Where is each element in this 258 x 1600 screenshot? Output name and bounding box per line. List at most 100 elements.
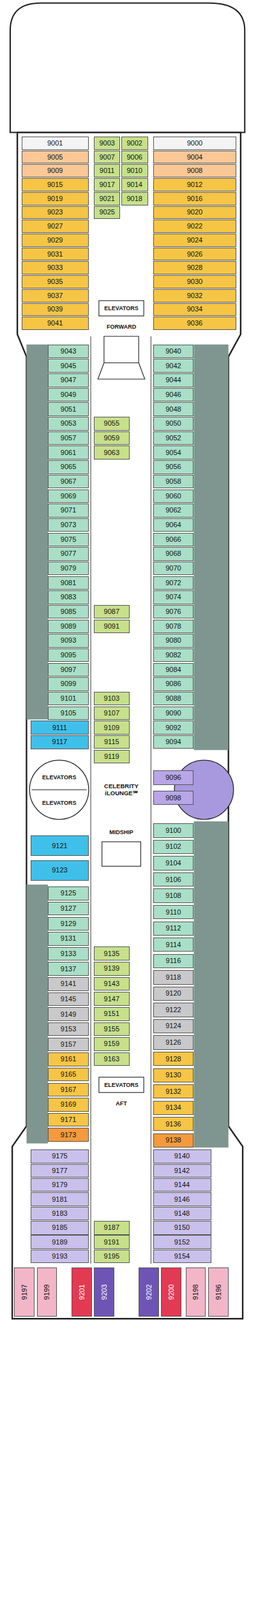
cabin-box: 9195 (93, 1250, 130, 1265)
cabin-number: 9167 (60, 1086, 76, 1094)
cabin-box: 9121 (30, 835, 89, 857)
cabin-number: 9120 (165, 990, 181, 998)
cabin-box: 9072 (153, 576, 195, 591)
cabin-number: 9107 (104, 710, 120, 718)
cabin-box: 9111 (30, 720, 89, 736)
cabin-number: 9109 (104, 724, 120, 732)
cabin-box: 9023 (21, 206, 89, 220)
cabin-number: 9070 (165, 565, 181, 573)
area-label: CELEBRITY iLOUNGE℠ (101, 783, 142, 798)
cabin-number: 9019 (47, 195, 63, 203)
suite-circle (174, 760, 234, 820)
cabin-box: 9006 (121, 150, 149, 165)
cabin-box: 9102 (153, 840, 195, 855)
cabin-box: 9018 (121, 192, 149, 206)
cabin-number: 9196 (214, 1284, 222, 1301)
cabin-box: 9110 (153, 905, 195, 920)
elevator-divider (31, 789, 87, 791)
cabin-number: 9064 (165, 521, 181, 529)
cabin-box: 9017 (93, 178, 121, 192)
cabin-number: 9051 (60, 406, 76, 414)
cabin-box: 9138 (153, 1134, 195, 1149)
cabin-number: 9106 (165, 876, 181, 884)
cabin-box: 9083 (47, 590, 89, 605)
cabin-number: 9044 (165, 376, 181, 384)
cabin-box: 9001 (21, 136, 89, 151)
cabin-number: 9195 (104, 1253, 120, 1261)
cabin-number: 9163 (104, 1056, 120, 1064)
cabin-number: 9203 (100, 1284, 108, 1301)
cabin-box: 9147 (93, 992, 130, 1007)
cabin-box: 9003 (93, 136, 121, 151)
cabin-number: 9061 (60, 449, 76, 457)
cabin-box: 9087 (93, 605, 130, 620)
corridor-line (90, 336, 92, 1265)
cabin-box: 9052 (153, 431, 195, 446)
balcony-strip (26, 885, 49, 1145)
cabin-number: 9161 (60, 1056, 76, 1064)
cabin-box: 9202 (138, 1268, 160, 1318)
cabin-box: 9109 (93, 720, 130, 736)
cabin-number: 9177 (51, 1168, 68, 1176)
cabin-box: 9154 (153, 1250, 212, 1265)
cabin-box: 9075 (47, 533, 89, 548)
cabin-number: 9071 (60, 507, 76, 515)
cabin-box: 9014 (121, 178, 149, 192)
cabin-number: 9078 (165, 623, 181, 631)
cabin-box: 9189 (30, 1235, 89, 1250)
cabin-box: 9131 (47, 932, 89, 947)
cabin-number: 9152 (174, 1239, 190, 1247)
area-label: AFT (115, 1100, 128, 1108)
cabin-box: 9045 (47, 358, 89, 373)
cabin-number: 9165 (60, 1071, 76, 1079)
cabin-box: 9022 (153, 219, 237, 234)
cabin-number: 9090 (165, 710, 181, 718)
cabin-box: 9029 (21, 233, 89, 248)
cabin-box: 9183 (30, 1207, 89, 1222)
cabin-box: 9065 (47, 460, 89, 475)
balcony-strip (26, 344, 49, 721)
cabin-number: 9080 (165, 637, 181, 645)
cabin-box: 9051 (47, 402, 89, 417)
cabin-number: 9005 (47, 153, 63, 161)
cabin-number: 9139 (104, 965, 120, 973)
cabin-number: 9199 (43, 1284, 51, 1301)
cabin-box: 9073 (47, 518, 89, 533)
cabin-box: 9095 (47, 648, 89, 663)
cabin-number: 9102 (165, 843, 181, 851)
cabin-number: 9079 (60, 565, 76, 573)
cabin-box: 9159 (93, 1037, 130, 1052)
cabin-box: 9199 (37, 1268, 58, 1318)
cabin-number: 9081 (60, 579, 76, 587)
cabin-number: 9147 (104, 996, 120, 1004)
area-label: ELEVATORS (42, 800, 77, 807)
cabin-box: 9066 (153, 533, 195, 548)
cabin-box: 9107 (93, 706, 130, 721)
cabin-box: 9046 (153, 388, 195, 403)
hull (12, 132, 243, 1321)
cabin-box: 9056 (153, 460, 195, 475)
cabin-box: 9024 (153, 233, 237, 248)
cabin-number: 9200 (167, 1284, 175, 1301)
cabin-number: 9132 (165, 1088, 181, 1096)
cabin-number: 9135 (104, 950, 120, 958)
cabin-number: 9001 (47, 139, 63, 147)
cabin-number: 9116 (166, 957, 182, 965)
cabin-box: 9157 (47, 1038, 89, 1053)
cabin-box: 9092 (153, 720, 195, 736)
elevator-lobby (102, 842, 142, 867)
cabin-number: 9092 (165, 724, 181, 732)
cabin-box: 9203 (93, 1268, 115, 1318)
cabin-box: 9028 (153, 261, 237, 275)
cabin-box: 9070 (153, 561, 195, 577)
cabin-box: 9134 (153, 1101, 195, 1116)
cabin-number: 9084 (165, 666, 181, 674)
cabin-box: 9137 (47, 962, 89, 977)
cabin-number: 9000 (187, 139, 203, 147)
cabin-box: 9034 (153, 303, 237, 317)
cabin-number: 9191 (104, 1239, 120, 1247)
cabin-number: 9055 (104, 420, 120, 428)
cabin-number: 9198 (192, 1284, 200, 1301)
cabin-number: 9073 (60, 521, 76, 529)
cabin-box: 9132 (153, 1085, 195, 1100)
